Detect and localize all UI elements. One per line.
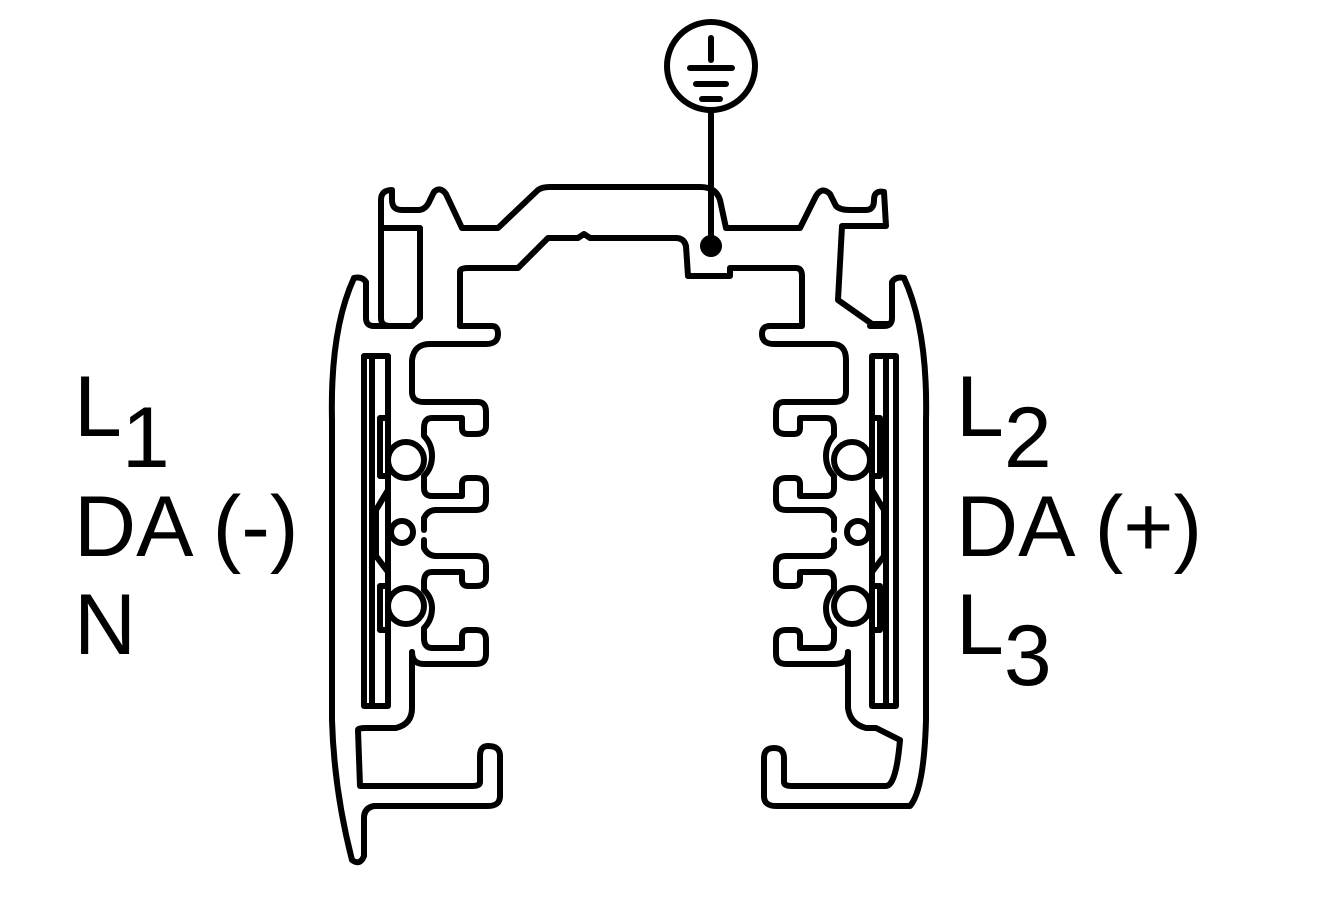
right-contact-channels bbox=[773, 369, 887, 667]
label-l1-main: L bbox=[74, 359, 122, 455]
label-l3: L3 bbox=[956, 582, 1052, 699]
label-l1-sub: 1 bbox=[121, 389, 170, 486]
left-contact-channels bbox=[373, 369, 489, 667]
label-n: N bbox=[74, 582, 136, 668]
label-n-text: N bbox=[74, 577, 137, 673]
label-l2-sub: 2 bbox=[1003, 389, 1052, 486]
label-da-minus-text: DA (-) bbox=[74, 479, 299, 575]
label-l2-main: L bbox=[956, 359, 1004, 455]
label-da-plus: DA (+) bbox=[956, 484, 1202, 570]
label-da-plus-text: DA (+) bbox=[956, 479, 1203, 575]
left-outer-wing bbox=[328, 274, 503, 866]
label-da-minus: DA (-) bbox=[74, 484, 299, 570]
track-housing bbox=[378, 184, 893, 375]
earth-ground-icon bbox=[664, 19, 758, 257]
label-l1: L1 bbox=[74, 364, 170, 481]
label-l3-main: L bbox=[956, 577, 1004, 673]
label-l3-sub: 3 bbox=[1003, 607, 1052, 704]
label-l2: L2 bbox=[956, 364, 1052, 481]
